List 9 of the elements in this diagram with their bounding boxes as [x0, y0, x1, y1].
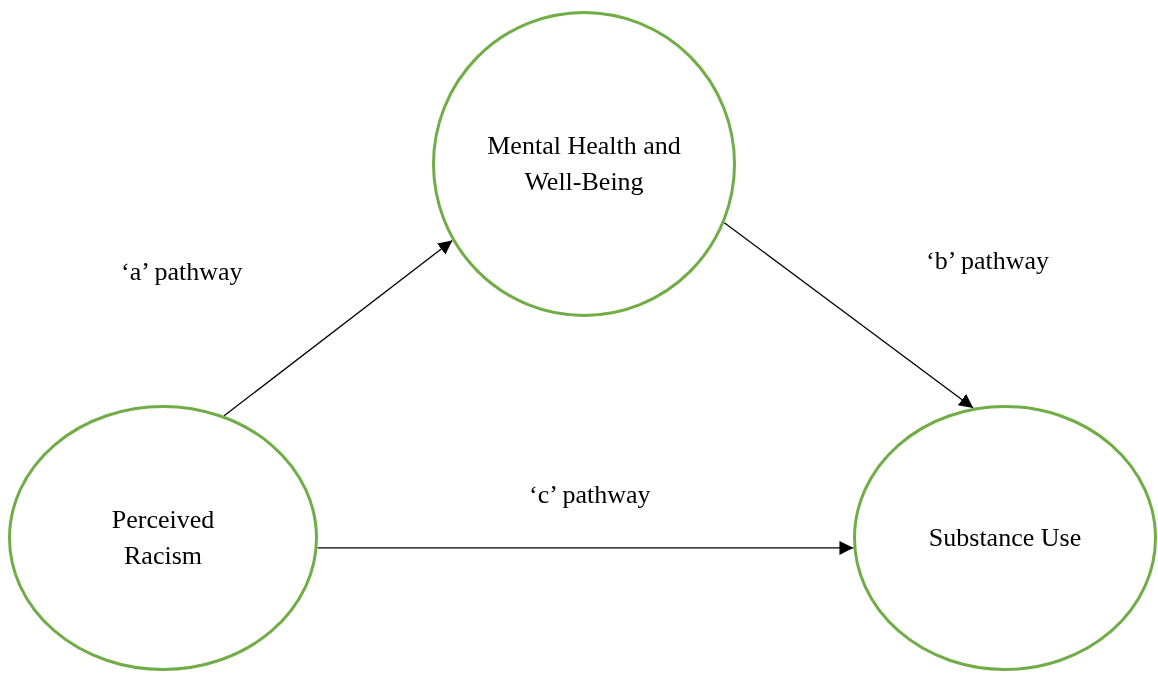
ellipse-node: [853, 405, 1157, 671]
node-label: Substance Use: [928, 522, 1082, 554]
ellipse-node: [432, 11, 736, 317]
ellipse-node: [8, 405, 318, 671]
node-label: Mental Health and Well-Being: [486, 130, 682, 198]
arrow: [316, 540, 855, 555]
node-label: Perceived Racism: [110, 504, 216, 572]
arrow: [223, 239, 453, 417]
arrow: [723, 222, 974, 409]
